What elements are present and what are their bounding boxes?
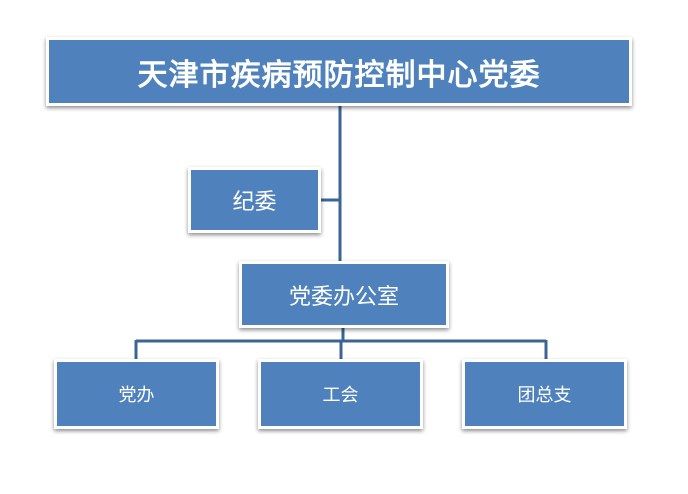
department-node: 团总支 xyxy=(462,359,627,429)
party-office-node: 党委办公室 xyxy=(239,261,449,328)
discipline-committee-label: 纪委 xyxy=(232,190,277,215)
department-node: 工会 xyxy=(258,359,423,429)
root-node-label: 天津市疾病预防控制中心党委 xyxy=(137,57,541,93)
department-label: 工会 xyxy=(322,385,359,406)
party-office-label: 党委办公室 xyxy=(288,284,399,310)
discipline-committee-node: 纪委 xyxy=(188,167,321,233)
root-node: 天津市疾病预防控制中心党委 xyxy=(46,37,632,106)
department-label: 团总支 xyxy=(517,385,572,406)
department-label: 党办 xyxy=(118,385,155,406)
department-node: 党办 xyxy=(54,359,219,429)
